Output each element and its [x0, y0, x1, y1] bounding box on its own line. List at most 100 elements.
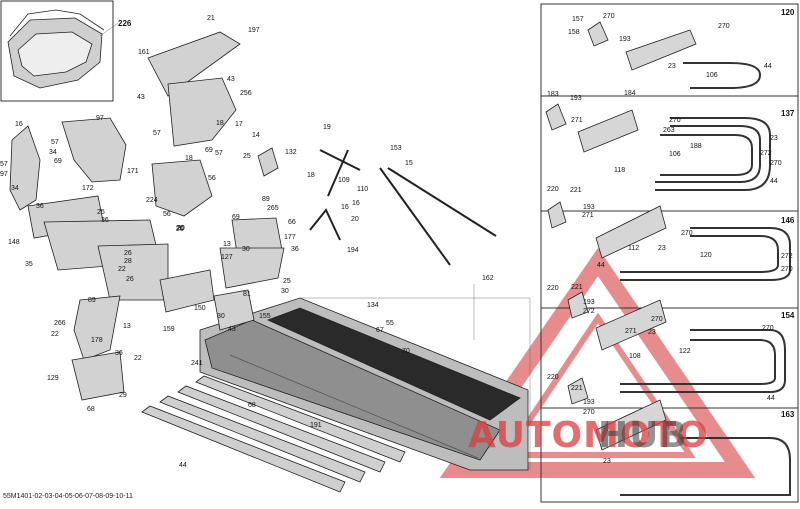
part-callout: 23 [603, 458, 611, 465]
watermark-text-b: HUB [598, 415, 688, 456]
part-callout: 57 [0, 161, 8, 168]
part-callout: 270 [583, 409, 595, 416]
part-callout: 21 [207, 15, 215, 22]
part-callout: 193 [570, 95, 582, 102]
inset-label-226: 226 [118, 19, 132, 28]
part-callout: 178 [91, 337, 103, 344]
part-callout: 30 [217, 313, 225, 320]
part-callout: 193 [583, 399, 595, 406]
part-callout: 68 [248, 402, 256, 409]
part-callout: 67 [376, 327, 384, 334]
part-callout: 221 [571, 385, 583, 392]
part-callout: 29 [119, 392, 127, 399]
steering-rods [309, 149, 497, 266]
part-callout: 44 [767, 395, 775, 402]
part-callout: 271 [582, 212, 594, 219]
part-callout: 57 [215, 150, 223, 157]
part-callout: 20 [176, 225, 184, 232]
part-callout: 28 [124, 258, 132, 265]
part-callout: 221 [570, 187, 582, 194]
part-callout: 23 [668, 63, 676, 70]
part-callout: 109 [338, 177, 350, 184]
part-callout: 57 [51, 139, 59, 146]
part-callout: 108 [629, 353, 641, 360]
part-callout: 81 [243, 291, 251, 298]
part-callout: 197 [248, 27, 260, 34]
part-callout: 18 [307, 172, 315, 179]
upper-frame-parts [147, 31, 285, 331]
part-callout: 20 [176, 226, 184, 233]
brackets [545, 21, 697, 451]
part-callout: 36 [291, 246, 299, 253]
part-callout: 162 [482, 275, 494, 282]
part-callout: 188 [690, 143, 702, 150]
skid-kit-boxes [540, 3, 799, 503]
part-callout: 127 [221, 254, 233, 261]
part-callout: 18 [216, 120, 224, 127]
part-callout: 120 [700, 252, 712, 259]
tunnel-chassis [199, 297, 529, 471]
part-callout: 256 [240, 90, 252, 97]
inset-label-154: 154 [781, 311, 795, 320]
part-callout: 270 [651, 316, 663, 323]
inset-label-163: 163 [781, 410, 795, 419]
leader-lines [99, 22, 531, 470]
part-callout: 56 [208, 175, 216, 182]
part-callout: 16 [15, 121, 23, 128]
inset-label-146: 146 [781, 216, 795, 225]
part-callout: 55 [386, 320, 394, 327]
part-callout: 132 [285, 149, 297, 156]
part-callout: 23 [648, 329, 656, 336]
part-callout: 221 [571, 284, 583, 291]
part-callout: 191 [310, 422, 322, 429]
part-callout: 271 [625, 328, 637, 335]
part-callout: 272 [781, 253, 793, 260]
part-callout: 122 [679, 348, 691, 355]
part-callout: 155 [259, 313, 271, 320]
part-callout: 25 [283, 278, 291, 285]
part-callout: 23 [658, 245, 666, 252]
part-callout: 193 [583, 204, 595, 211]
part-callout: 184 [624, 90, 636, 97]
slide-rails [141, 375, 406, 493]
part-callout: 159 [163, 326, 175, 333]
part-callout: 177 [284, 234, 296, 241]
part-callout: 44 [179, 462, 187, 469]
part-callout: 272 [583, 308, 595, 315]
part-callout: 265 [267, 205, 279, 212]
part-callout: 106 [706, 72, 718, 79]
part-callout: 220 [547, 186, 559, 193]
part-callout: 194 [347, 247, 359, 254]
left-frame-parts [9, 117, 215, 401]
part-callout: 57 [153, 130, 161, 137]
part-callout: 14 [252, 132, 260, 139]
part-callout: 172 [82, 185, 94, 192]
part-callout: 23 [770, 135, 778, 142]
part-callout: 36 [101, 217, 109, 224]
part-callout: 22 [118, 266, 126, 273]
part-callout: 17 [235, 121, 243, 128]
part-callout: 22 [134, 355, 142, 362]
watermark-text-a: AUTOMOTO [468, 415, 709, 456]
inset-box-226 [0, 0, 114, 102]
part-callout: 18 [185, 155, 193, 162]
part-callout: 34 [49, 149, 57, 156]
part-callout: 97 [96, 115, 104, 122]
part-callout: 158 [568, 29, 580, 36]
part-callout: 89 [262, 196, 270, 203]
inset-label-137: 137 [781, 109, 795, 118]
part-callout: 161 [138, 49, 150, 56]
inset-label-120: 120 [781, 8, 795, 17]
part-callout: 16 [352, 200, 360, 207]
part-callout: 56 [163, 211, 171, 218]
part-callout: 66 [288, 219, 296, 226]
part-callout: 270 [762, 325, 774, 332]
part-callout: 34 [11, 185, 19, 192]
part-callout: 110 [357, 186, 369, 193]
part-callout: 148 [8, 239, 20, 246]
part-callout: 220 [547, 374, 559, 381]
part-callout: 35 [25, 261, 33, 268]
part-callout: 43 [228, 326, 236, 333]
